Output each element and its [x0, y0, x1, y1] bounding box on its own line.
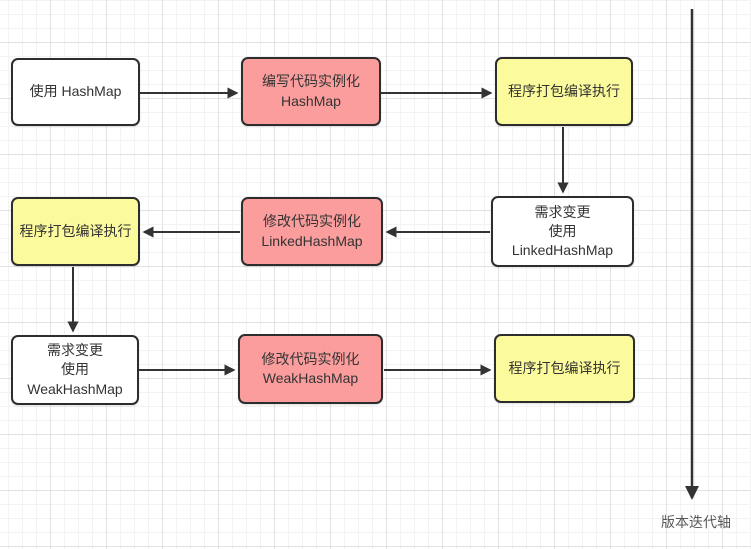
- node-label-line: 程序打包编译执行: [508, 359, 621, 376]
- node-label-line: HashMap: [281, 92, 341, 109]
- node-label-line: WeakHashMap: [27, 380, 123, 397]
- node-build-run-1: 程序打包编译执行: [495, 57, 633, 126]
- node-build-run-3: 程序打包编译执行: [494, 334, 635, 403]
- node-label-line: 需求变更: [534, 203, 591, 220]
- node-use-hashmap: 使用 HashMap: [11, 58, 140, 126]
- node-label-line: 使用: [548, 222, 577, 239]
- node-write-code-hashmap: 编写代码实例化 HashMap: [241, 57, 381, 126]
- node-label-line: 需求变更: [47, 342, 103, 359]
- node-label-line: WeakHashMap: [262, 370, 359, 386]
- node-modify-code-weakhashmap: 修改代码实例化 WeakHashMap: [238, 334, 383, 404]
- node-label-line: 使用: [61, 361, 89, 378]
- node-label-line: 修改代码实例化: [263, 213, 361, 230]
- node-label-line: LinkedHashMap: [261, 232, 363, 249]
- node-label-line: 编写代码实例化: [262, 73, 360, 90]
- node-label-line: 使用 HashMap: [29, 83, 122, 100]
- node-label-line: LinkedHashMap: [511, 242, 614, 259]
- node-label-line: 程序打包编译执行: [508, 82, 620, 99]
- node-label-line: 程序打包编译执行: [19, 222, 132, 239]
- node-label-line: 修改代码实例化: [261, 350, 360, 367]
- node-build-run-2: 程序打包编译执行: [11, 197, 140, 266]
- node-require-change-linkedhashmap: 需求变更 使用 LinkedHashMap: [491, 196, 634, 267]
- node-require-change-weakhashmap: 需求变更 使用 WeakHashMap: [11, 335, 139, 405]
- node-modify-code-linkedhashmap: 修改代码实例化 LinkedHashMap: [241, 197, 383, 266]
- version-axis-label: 版本迭代轴: [661, 514, 731, 530]
